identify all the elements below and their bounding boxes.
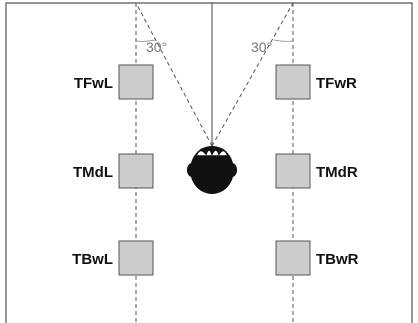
- speaker-label-middle-left: TMdL: [73, 164, 113, 181]
- speaker-front-left: [119, 65, 153, 99]
- speaker-back-right: [276, 241, 310, 275]
- speaker-front-right: [276, 65, 310, 99]
- listener-head-icon: [187, 146, 237, 194]
- speaker-label-back-right: TBwR: [316, 251, 359, 268]
- speaker-middle-left: [119, 154, 153, 188]
- speaker-middle-right: [276, 154, 310, 188]
- speaker-back-left: [119, 241, 153, 275]
- speaker-label-front-left: TFwL: [74, 75, 113, 92]
- speaker-label-front-right: TFwR: [316, 75, 357, 92]
- speaker-label-back-left: TBwL: [72, 251, 113, 268]
- speaker-label-middle-right: TMdR: [316, 164, 358, 181]
- right-angle-label: 30°: [251, 39, 272, 55]
- left-angle-label: 30°: [146, 39, 167, 55]
- right-angle-arc: [274, 40, 293, 41]
